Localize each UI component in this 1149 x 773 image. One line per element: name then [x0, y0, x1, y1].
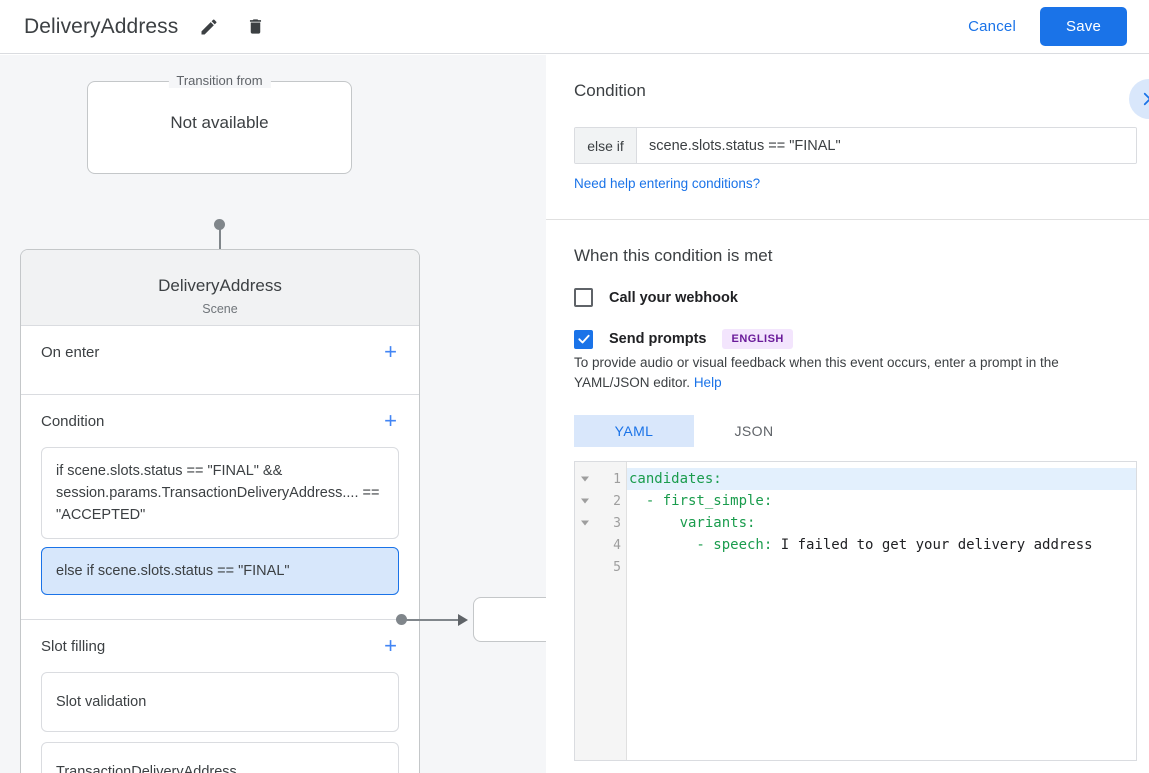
pencil-icon[interactable]: [196, 14, 222, 40]
tab-yaml[interactable]: YAML: [574, 415, 694, 447]
transition-from-node[interactable]: Transition from Not available: [87, 73, 352, 174]
add-on-enter-button[interactable]: +: [384, 339, 397, 364]
send-prompts-row[interactable]: Send prompts ENGLISH: [574, 329, 1121, 349]
slot-validation-item[interactable]: Slot validation: [41, 672, 399, 732]
cancel-button[interactable]: Cancel: [954, 10, 1030, 43]
fold-triangle-icon[interactable]: [581, 520, 589, 526]
details-panel: Condition else if Need help entering con…: [546, 55, 1149, 773]
gutter-line-number: 3: [575, 512, 626, 534]
scene-name: DeliveryAddress: [158, 276, 282, 295]
save-button[interactable]: Save: [1040, 7, 1127, 46]
condition-item-selected[interactable]: else if scene.slots.status == "FINAL": [41, 547, 399, 595]
when-met-title: When this condition is met: [574, 246, 773, 265]
condition-prefix-label: else if: [575, 128, 637, 163]
connector-line-vertical: [219, 224, 221, 269]
gutter-line-number: 4: [613, 537, 621, 553]
transition-from-title: Not available: [170, 113, 269, 132]
fold-triangle-icon[interactable]: [581, 476, 589, 482]
send-prompts-checkbox[interactable]: [574, 329, 593, 349]
code-token-punct: :: [763, 537, 773, 553]
section-slot-filling: Slot filling + Slot validation Transacti…: [21, 620, 419, 773]
code-token-punct: :: [713, 471, 722, 487]
section-header: On enter +: [41, 326, 399, 378]
gutter-line-number: 2: [575, 490, 626, 512]
section-title-slot-filling: Slot filling: [41, 637, 106, 655]
webhook-row[interactable]: Call your webhook: [574, 288, 1121, 307]
code-line[interactable]: variants:: [627, 512, 1136, 534]
add-slot-filling-button[interactable]: +: [384, 633, 397, 658]
transition-from-legend: Transition from: [168, 73, 271, 88]
flow-canvas[interactable]: Transition from Not available Transition…: [0, 55, 546, 773]
send-prompts-label: Send prompts: [609, 331, 707, 347]
section-title-condition: Condition: [41, 412, 105, 430]
code-token-key: - first_simple: [629, 493, 764, 509]
call-webhook-checkbox[interactable]: [574, 288, 593, 307]
condition-section-title: Condition: [574, 81, 646, 100]
page-title: DeliveryAddress: [24, 14, 179, 38]
code-token-key: - speech: [629, 537, 764, 553]
prompts-helper-sentence: To provide audio or visual feedback when…: [574, 355, 1059, 390]
tab-json[interactable]: JSON: [734, 423, 774, 439]
call-webhook-label: Call your webhook: [609, 289, 738, 306]
target-node-partial[interactable]: [473, 597, 546, 642]
condition-help-link[interactable]: Need help entering conditions?: [574, 176, 761, 191]
trash-icon[interactable]: [242, 14, 268, 40]
section-on-enter: On enter +: [21, 326, 419, 395]
scene-header: DeliveryAddress Scene: [21, 250, 419, 326]
connector-arrow-right: [458, 614, 468, 626]
condition-item[interactable]: if scene.slots.status == "FINAL" && sess…: [41, 447, 399, 539]
section-header: Slot filling +: [41, 620, 399, 672]
transition-to-node[interactable]: Transition to DeliveryAddress Scene On e…: [20, 249, 420, 773]
language-badge: ENGLISH: [722, 329, 793, 349]
gutter-line-number: 5: [613, 559, 621, 575]
when-condition-met-section: When this condition is met Call your web…: [546, 220, 1149, 761]
section-header: Condition +: [41, 395, 399, 447]
add-condition-button[interactable]: +: [384, 408, 397, 433]
gutter-line-number: 1: [575, 468, 626, 490]
condition-editor-section: Condition else if Need help entering con…: [546, 55, 1149, 220]
section-condition: Condition + if scene.slots.status == "FI…: [21, 395, 419, 620]
code-line[interactable]: candidates:: [627, 468, 1136, 490]
code-line[interactable]: - first_simple:: [627, 490, 1136, 512]
code-token-key: variants: [629, 515, 748, 531]
slot-item[interactable]: TransactionDeliveryAddress: [41, 742, 399, 773]
code-token-key: candidates: [629, 471, 714, 487]
top-app-bar: DeliveryAddress Cancel Save: [0, 0, 1149, 54]
scene-type-label: Scene: [202, 302, 238, 316]
code-line[interactable]: - speech: I failed to get your delivery …: [627, 534, 1136, 556]
code-line[interactable]: [627, 556, 1136, 578]
code-token-punct: :: [763, 493, 773, 509]
code-token-punct: :: [747, 515, 756, 531]
condition-input[interactable]: [637, 128, 1136, 163]
connector-line-horizontal: [401, 619, 465, 621]
editor-format-tabs: YAML JSON: [574, 415, 1121, 447]
fold-triangle-icon[interactable]: [581, 498, 589, 504]
code-token-text: I failed to get your delivery address: [772, 537, 1093, 553]
prompts-helper-text: To provide audio or visual feedback when…: [574, 353, 1130, 393]
title-actions: [196, 14, 268, 40]
chevron-right-icon[interactable]: [1129, 79, 1149, 119]
condition-input-row[interactable]: else if: [574, 127, 1137, 164]
prompts-help-link[interactable]: Help: [693, 375, 722, 390]
section-title-on-enter: On enter: [41, 343, 100, 361]
editor-code-area[interactable]: candidates: - first_simple: variants: - …: [627, 462, 1136, 760]
